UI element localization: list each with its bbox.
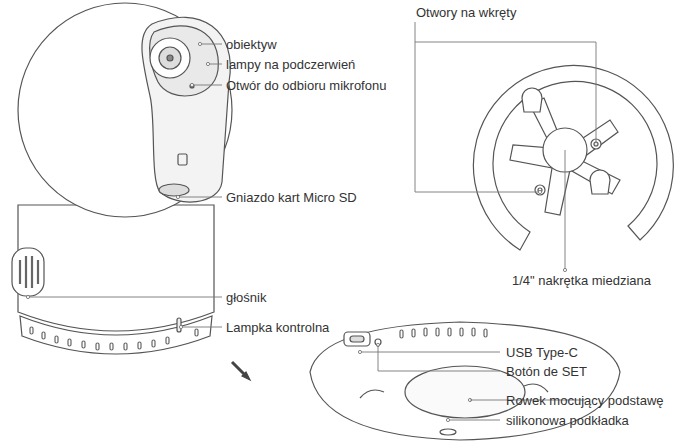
- part-label: USB Type-C: [506, 345, 578, 360]
- part-label: obiektyw: [226, 37, 277, 52]
- part-label: Gniazdo kart Micro SD: [226, 190, 357, 205]
- part-label: Botón de SET: [506, 364, 587, 379]
- part-label: lampy na podczerwień: [226, 57, 355, 72]
- part-label: Otwory na wkręty: [416, 5, 516, 20]
- part-label: Otwór do odbioru mikrofonu: [226, 78, 386, 93]
- part-label: głośnik: [226, 290, 266, 305]
- part-label: Rowek mocujący podstawę: [506, 393, 664, 408]
- part-label: Lampka kontrolna: [226, 320, 329, 335]
- part-label: silikonowa podkładka: [506, 413, 629, 428]
- part-label: 1/4" nakrętka miedziana: [512, 273, 651, 288]
